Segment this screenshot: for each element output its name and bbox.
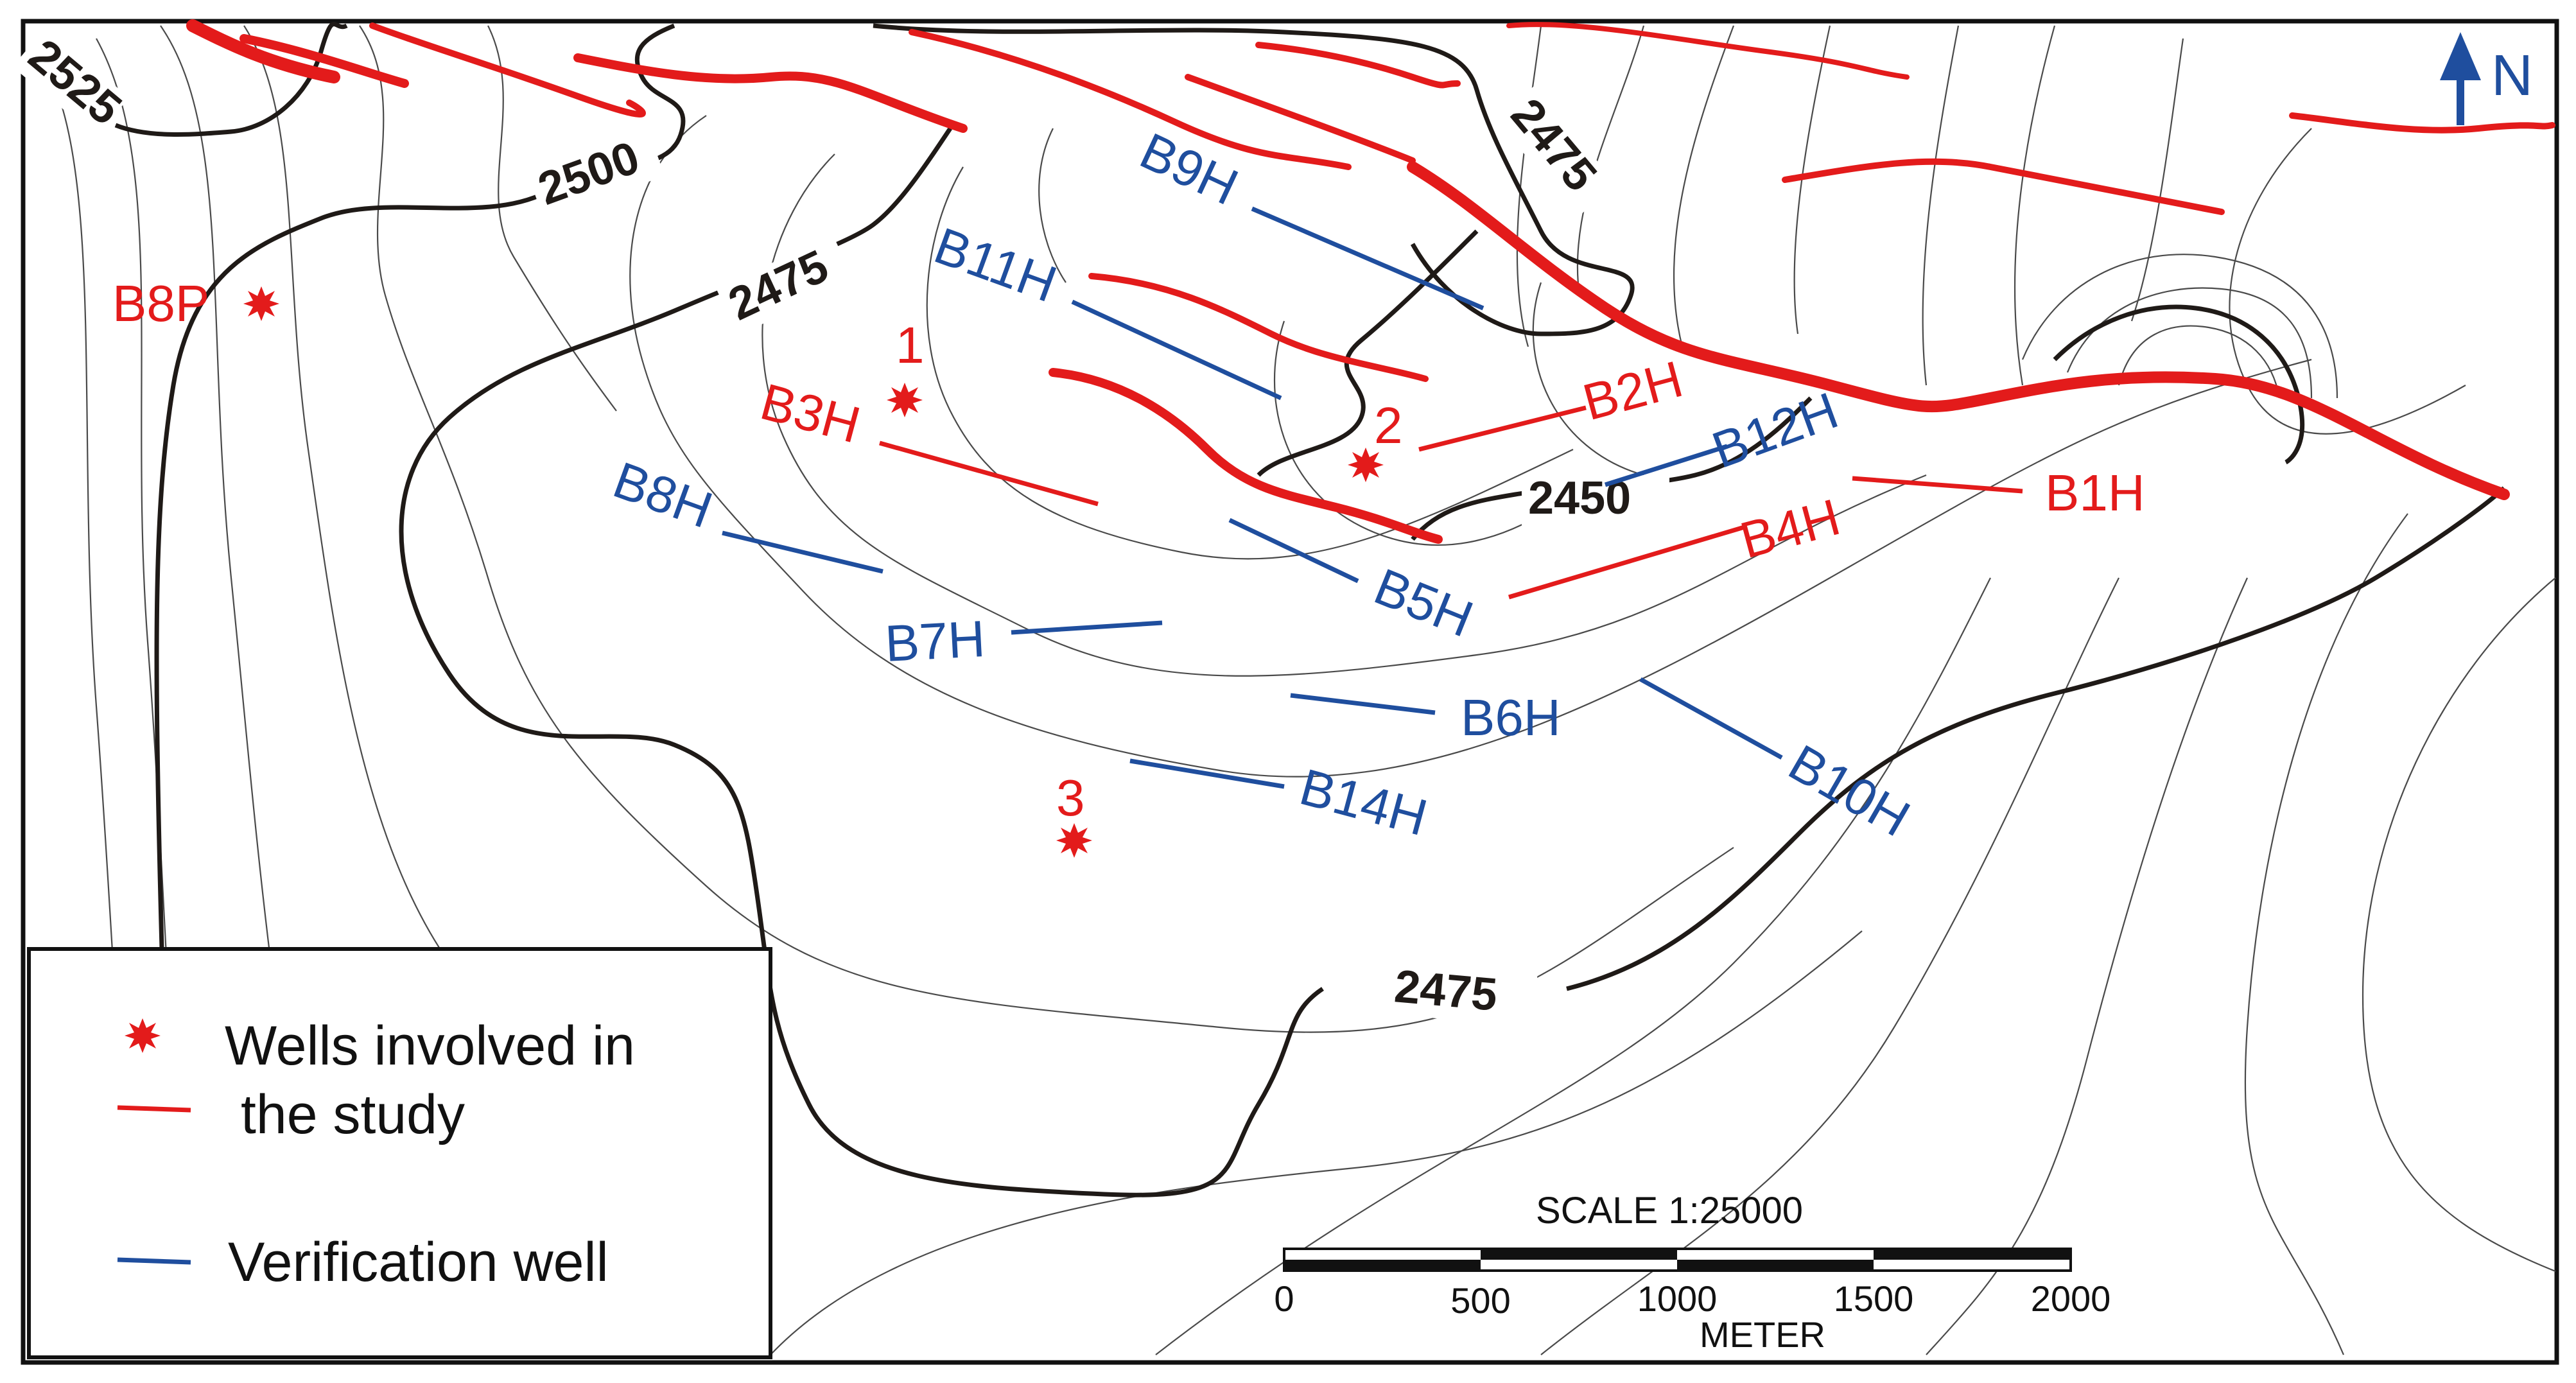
well-trace-b5h [1228, 518, 1359, 584]
well-label-b6h: B6H [1461, 689, 1561, 746]
fault-7 [1407, 161, 2510, 500]
point-label-2: 2 [1374, 397, 1403, 454]
contour-2525 [114, 22, 348, 137]
scale-seg-3-bottom [1677, 1260, 1874, 1271]
well-trace-b11h [1071, 299, 1282, 401]
scale-tick-0: 0 [1274, 1278, 1294, 1319]
point-label-3: 3 [1056, 769, 1085, 826]
legend-star-icon [125, 1018, 161, 1053]
well-label-b1h: B1H [2045, 464, 2145, 521]
fault-1 [186, 19, 340, 83]
legend-blue-line-icon [117, 1257, 191, 1265]
well-trace-b6h [1290, 693, 1436, 715]
major-contours [114, 22, 2506, 1197]
contour-label-2475-south: 2475 [1393, 961, 1500, 1021]
well-trace-b14h [1129, 758, 1285, 789]
scale-unit: METER [1700, 1314, 1825, 1355]
well-label-b8p: B8P [112, 275, 209, 332]
well-trace-b2h [1418, 405, 1587, 452]
fault-9 [1049, 368, 1443, 544]
well-label-b7h: B7H [883, 610, 986, 672]
scale-seg-1-bottom [1284, 1260, 1481, 1271]
scale-seg-4-top [1874, 1249, 2071, 1260]
point-label-1: 1 [896, 317, 925, 374]
fault-2 [239, 34, 409, 88]
fault-13 [2289, 112, 2555, 134]
well-trace-b7h [1011, 620, 1163, 635]
scale-tick-2000: 2000 [2031, 1278, 2111, 1319]
legend: Wells involved in the study Verification… [27, 947, 772, 1359]
faults [186, 19, 2555, 544]
well-trace-b4h [1508, 524, 1747, 600]
contour-2450-east [2053, 304, 2304, 465]
well-trace-b8h [722, 530, 883, 574]
north-label: N [2491, 44, 2533, 108]
well-trace-b9h [1251, 206, 1484, 311]
legend-verification-label: Verification well [228, 1231, 609, 1293]
scale-title: SCALE 1:25000 [1536, 1190, 1803, 1231]
contour-2475-west [399, 127, 1324, 1197]
north-arrow-icon [2440, 32, 2481, 80]
legend-red-line-icon [117, 1105, 191, 1113]
contour-2475-inner [1257, 229, 1479, 477]
star-marker-2 [1348, 448, 1384, 482]
contour-2475-north [873, 23, 1635, 336]
scale-tick-1500: 1500 [1834, 1278, 1914, 1319]
fault-11 [1506, 22, 1910, 80]
well-trace-b12h [1604, 444, 1728, 487]
fault-4 [573, 53, 968, 133]
study-well-markers [243, 286, 1384, 858]
well-trace-b1h [1852, 476, 2023, 494]
well-trace-b3h [879, 440, 1099, 507]
star-marker-b8p [243, 286, 279, 321]
scale-seg-2-top [1481, 1249, 1677, 1260]
star-marker-1 [887, 383, 923, 417]
scale-bar: SCALE 1:25000 0 500 1000 1500 2000 METER [1274, 1190, 2110, 1355]
contour-2475-south [1566, 486, 2506, 991]
fault-12 [1782, 158, 2225, 215]
verification-well-traces [722, 206, 1783, 789]
study-well-traces [879, 405, 2023, 600]
fault-3 [369, 22, 646, 117]
well-trace-b10h [1639, 677, 1783, 760]
fault-10 [1255, 42, 1461, 89]
fault-6 [1185, 74, 1416, 164]
fault-5 [909, 29, 1352, 170]
legend-study-label: Wells involved in [225, 1015, 635, 1077]
star-marker-3 [1056, 823, 1092, 858]
legend-study-label-2: the study [241, 1084, 465, 1145]
fault-8 [1088, 273, 1429, 382]
legend-box [27, 947, 772, 1359]
scale-tick-500: 500 [1450, 1280, 1510, 1321]
scale-tick-1000: 1000 [1637, 1278, 1718, 1319]
north-arrow: N [2440, 32, 2533, 125]
